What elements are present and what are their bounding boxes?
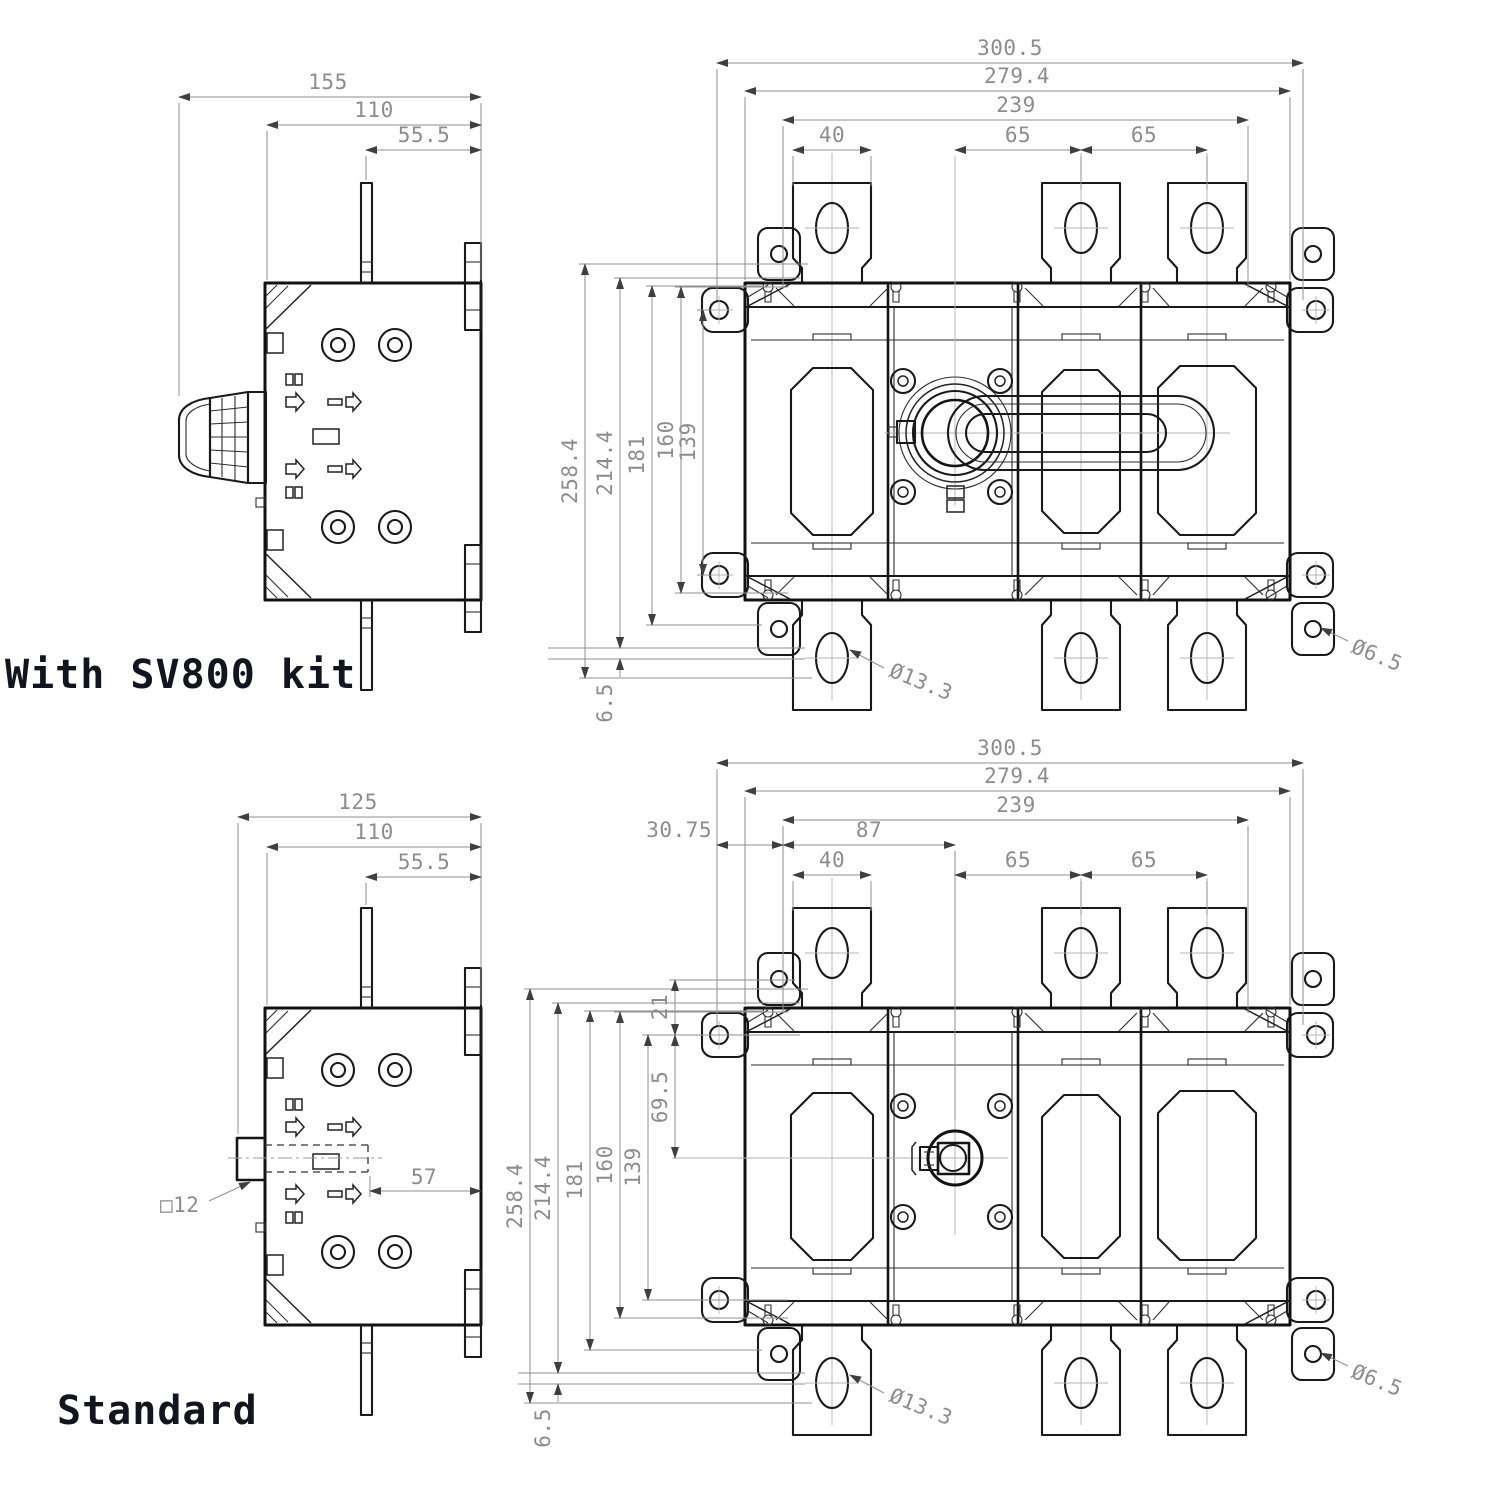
dim-sv800-side-shaft: 55.5 (398, 123, 451, 147)
dim-std-bracket-span: 181 (563, 1160, 587, 1199)
dim-sv800-side-body: 110 (354, 98, 393, 122)
standard-shaft-stub (228, 1136, 382, 1182)
dim-std-base-offset: 6.5 (531, 1408, 555, 1447)
dim-sv800-pitch-b: 65 (1131, 123, 1157, 147)
dim-std-side-body: 110 (354, 820, 393, 844)
dim-std-side-shaft: 55.5 (398, 850, 451, 874)
dim-std-handle-v-offset: 69.5 (648, 1071, 672, 1124)
dim-sv800-side-overall: 155 (308, 70, 347, 94)
variant-label-sv800: With SV800 kit (5, 652, 356, 698)
sv800-front-view: 300.5 279.4 239 40 65 65 258.4 214.4 181… (548, 36, 1406, 723)
dim-sv800-slot-span: 239 (996, 93, 1035, 117)
dim-std-shaft-length: 57 (411, 1165, 437, 1189)
dim-sv800-slot-span-v: 160 (654, 420, 678, 459)
sv800-side-view: 155 110 55.5 (177, 70, 482, 690)
variant-label-standard: Standard (57, 1388, 258, 1434)
dim-std-edge-offset: 30.75 (646, 818, 712, 842)
dim-sv800-bracket-span: 181 (625, 435, 649, 474)
dim-std-slot-span: 239 (996, 793, 1035, 817)
dim-sv800-flange-w: 279.4 (984, 64, 1050, 88)
callout-sv800-bracket-hole: Ø6.5 (1348, 634, 1406, 676)
sv800-motor-operator (177, 390, 268, 485)
dim-std-overall-w: 300.5 (977, 736, 1043, 760)
dim-std-top-offset: 21 (648, 994, 672, 1020)
dim-std-side-overall: 125 (338, 790, 377, 814)
dim-sv800-body-h: 214.4 (593, 430, 617, 496)
dim-std-handle-offset: 87 (856, 818, 882, 842)
callout-sv800-terminal-hole: Ø13.3 (886, 658, 956, 705)
sv800-handle (885, 156, 1230, 513)
dim-sv800-overall-h: 258.4 (558, 438, 582, 504)
dim-std-tab-w: 40 (819, 848, 845, 872)
dim-std-flange-w: 279.4 (984, 764, 1050, 788)
dim-sv800-base-offset: 6.5 (593, 683, 617, 722)
standard-drive-hub (672, 878, 1008, 1235)
dim-std-inner-h: 139 (621, 1147, 645, 1186)
dim-std-slot-span-v: 160 (593, 1145, 617, 1184)
standard-side-view: 125 110 55.5 57 □12 (160, 790, 481, 1415)
callout-shaft-square: □12 (160, 1193, 199, 1217)
standard-front-dimensions: 300.5 279.4 239 30.75 87 40 65 65 258.4 … (503, 736, 1406, 1448)
standard-front-view: 300.5 279.4 239 30.75 87 40 65 65 258.4 … (503, 736, 1406, 1448)
callout-std-terminal-hole: Ø13.3 (886, 1383, 956, 1430)
dim-std-pitch-b: 65 (1131, 848, 1157, 872)
dim-sv800-pitch-a: 65 (1005, 123, 1031, 147)
dim-std-overall-h: 258.4 (503, 1163, 527, 1229)
dim-sv800-tab-w: 40 (819, 123, 845, 147)
dim-sv800-overall-w: 300.5 (977, 36, 1043, 60)
callout-std-bracket-hole: Ø6.5 (1348, 1359, 1406, 1401)
sv800-front-dimensions: 300.5 279.4 239 40 65 65 258.4 214.4 181… (548, 36, 1406, 723)
dim-std-pitch-a: 65 (1005, 848, 1031, 872)
dim-sv800-inner-h: 139 (676, 422, 700, 461)
sv800-side-dimensions: 155 110 55.5 (178, 70, 482, 396)
dim-std-body-h: 214.4 (531, 1155, 555, 1221)
standard-side-dimensions: 125 110 55.5 57 □12 (160, 790, 482, 1217)
